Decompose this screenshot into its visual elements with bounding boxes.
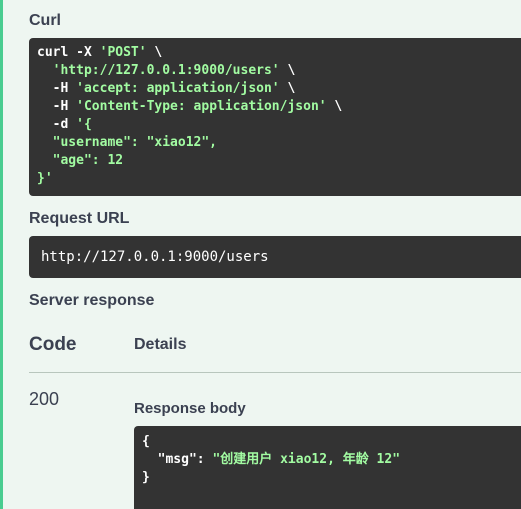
code-token: "msg" xyxy=(142,452,197,467)
string-token: "username": "xiao12", xyxy=(37,135,218,150)
code-token xyxy=(37,63,53,78)
code-token: \ xyxy=(326,99,343,114)
string-token: }' xyxy=(37,171,53,186)
curl-command-block[interactable]: curl -X 'POST' \ 'http://127.0.0.1:9000/… xyxy=(29,38,521,196)
code-token: \ xyxy=(279,63,296,78)
curl-label: Curl xyxy=(29,12,61,29)
response-table-header: Code Details xyxy=(29,328,521,373)
curl-line: -H 'accept: application/json' \ xyxy=(37,80,521,98)
string-token: 'http://127.0.0.1:9000/users' xyxy=(52,63,280,78)
string-token: 'accept: application/json' xyxy=(76,81,280,96)
code-token: curl -X xyxy=(37,45,100,60)
string-token: 'POST' xyxy=(99,45,147,60)
details-column-header: Details xyxy=(134,336,187,353)
response-body-line: } xyxy=(142,469,521,487)
code-token: -d xyxy=(37,117,77,132)
code-token: -H xyxy=(37,81,77,96)
request-url-label: Request URL xyxy=(29,210,130,227)
string-token: "age": 12 xyxy=(37,153,124,168)
response-body-line: { xyxy=(142,433,521,451)
curl-line: "age": 12 xyxy=(37,152,521,170)
response-body-label: Response body xyxy=(134,400,246,417)
response-body-line: "msg": "创建用户 xiao12, 年龄 12" xyxy=(142,451,521,469)
post-operation-border xyxy=(0,0,3,509)
response-status-code: 200 xyxy=(29,389,60,409)
curl-line: -d '{ xyxy=(37,116,521,134)
code-column-header: Code xyxy=(29,334,77,355)
curl-line: 'http://127.0.0.1:9000/users' \ xyxy=(37,62,521,80)
request-url-block[interactable]: http://127.0.0.1:9000/users xyxy=(29,236,521,278)
curl-line: "username": "xiao12", xyxy=(37,134,521,152)
code-token: { xyxy=(142,434,150,449)
code-token: : xyxy=(196,452,213,467)
response-body-block[interactable]: { "msg": "创建用户 xiao12, 年龄 12"} xyxy=(134,426,521,509)
curl-line: -H 'Content-Type: application/json' \ xyxy=(37,98,521,116)
code-token: \ xyxy=(279,81,296,96)
code-token: \ xyxy=(146,45,163,60)
string-token: "创建用户 xiao12, 年龄 12" xyxy=(212,452,401,467)
curl-line: }' xyxy=(37,170,521,188)
code-token: -H xyxy=(37,99,77,114)
string-token: 'Content-Type: application/json' xyxy=(76,99,327,114)
code-token: } xyxy=(142,470,150,485)
curl-line: curl -X 'POST' \ xyxy=(37,44,521,62)
server-response-label: Server response xyxy=(29,292,155,309)
string-token: '{ xyxy=(76,117,92,132)
